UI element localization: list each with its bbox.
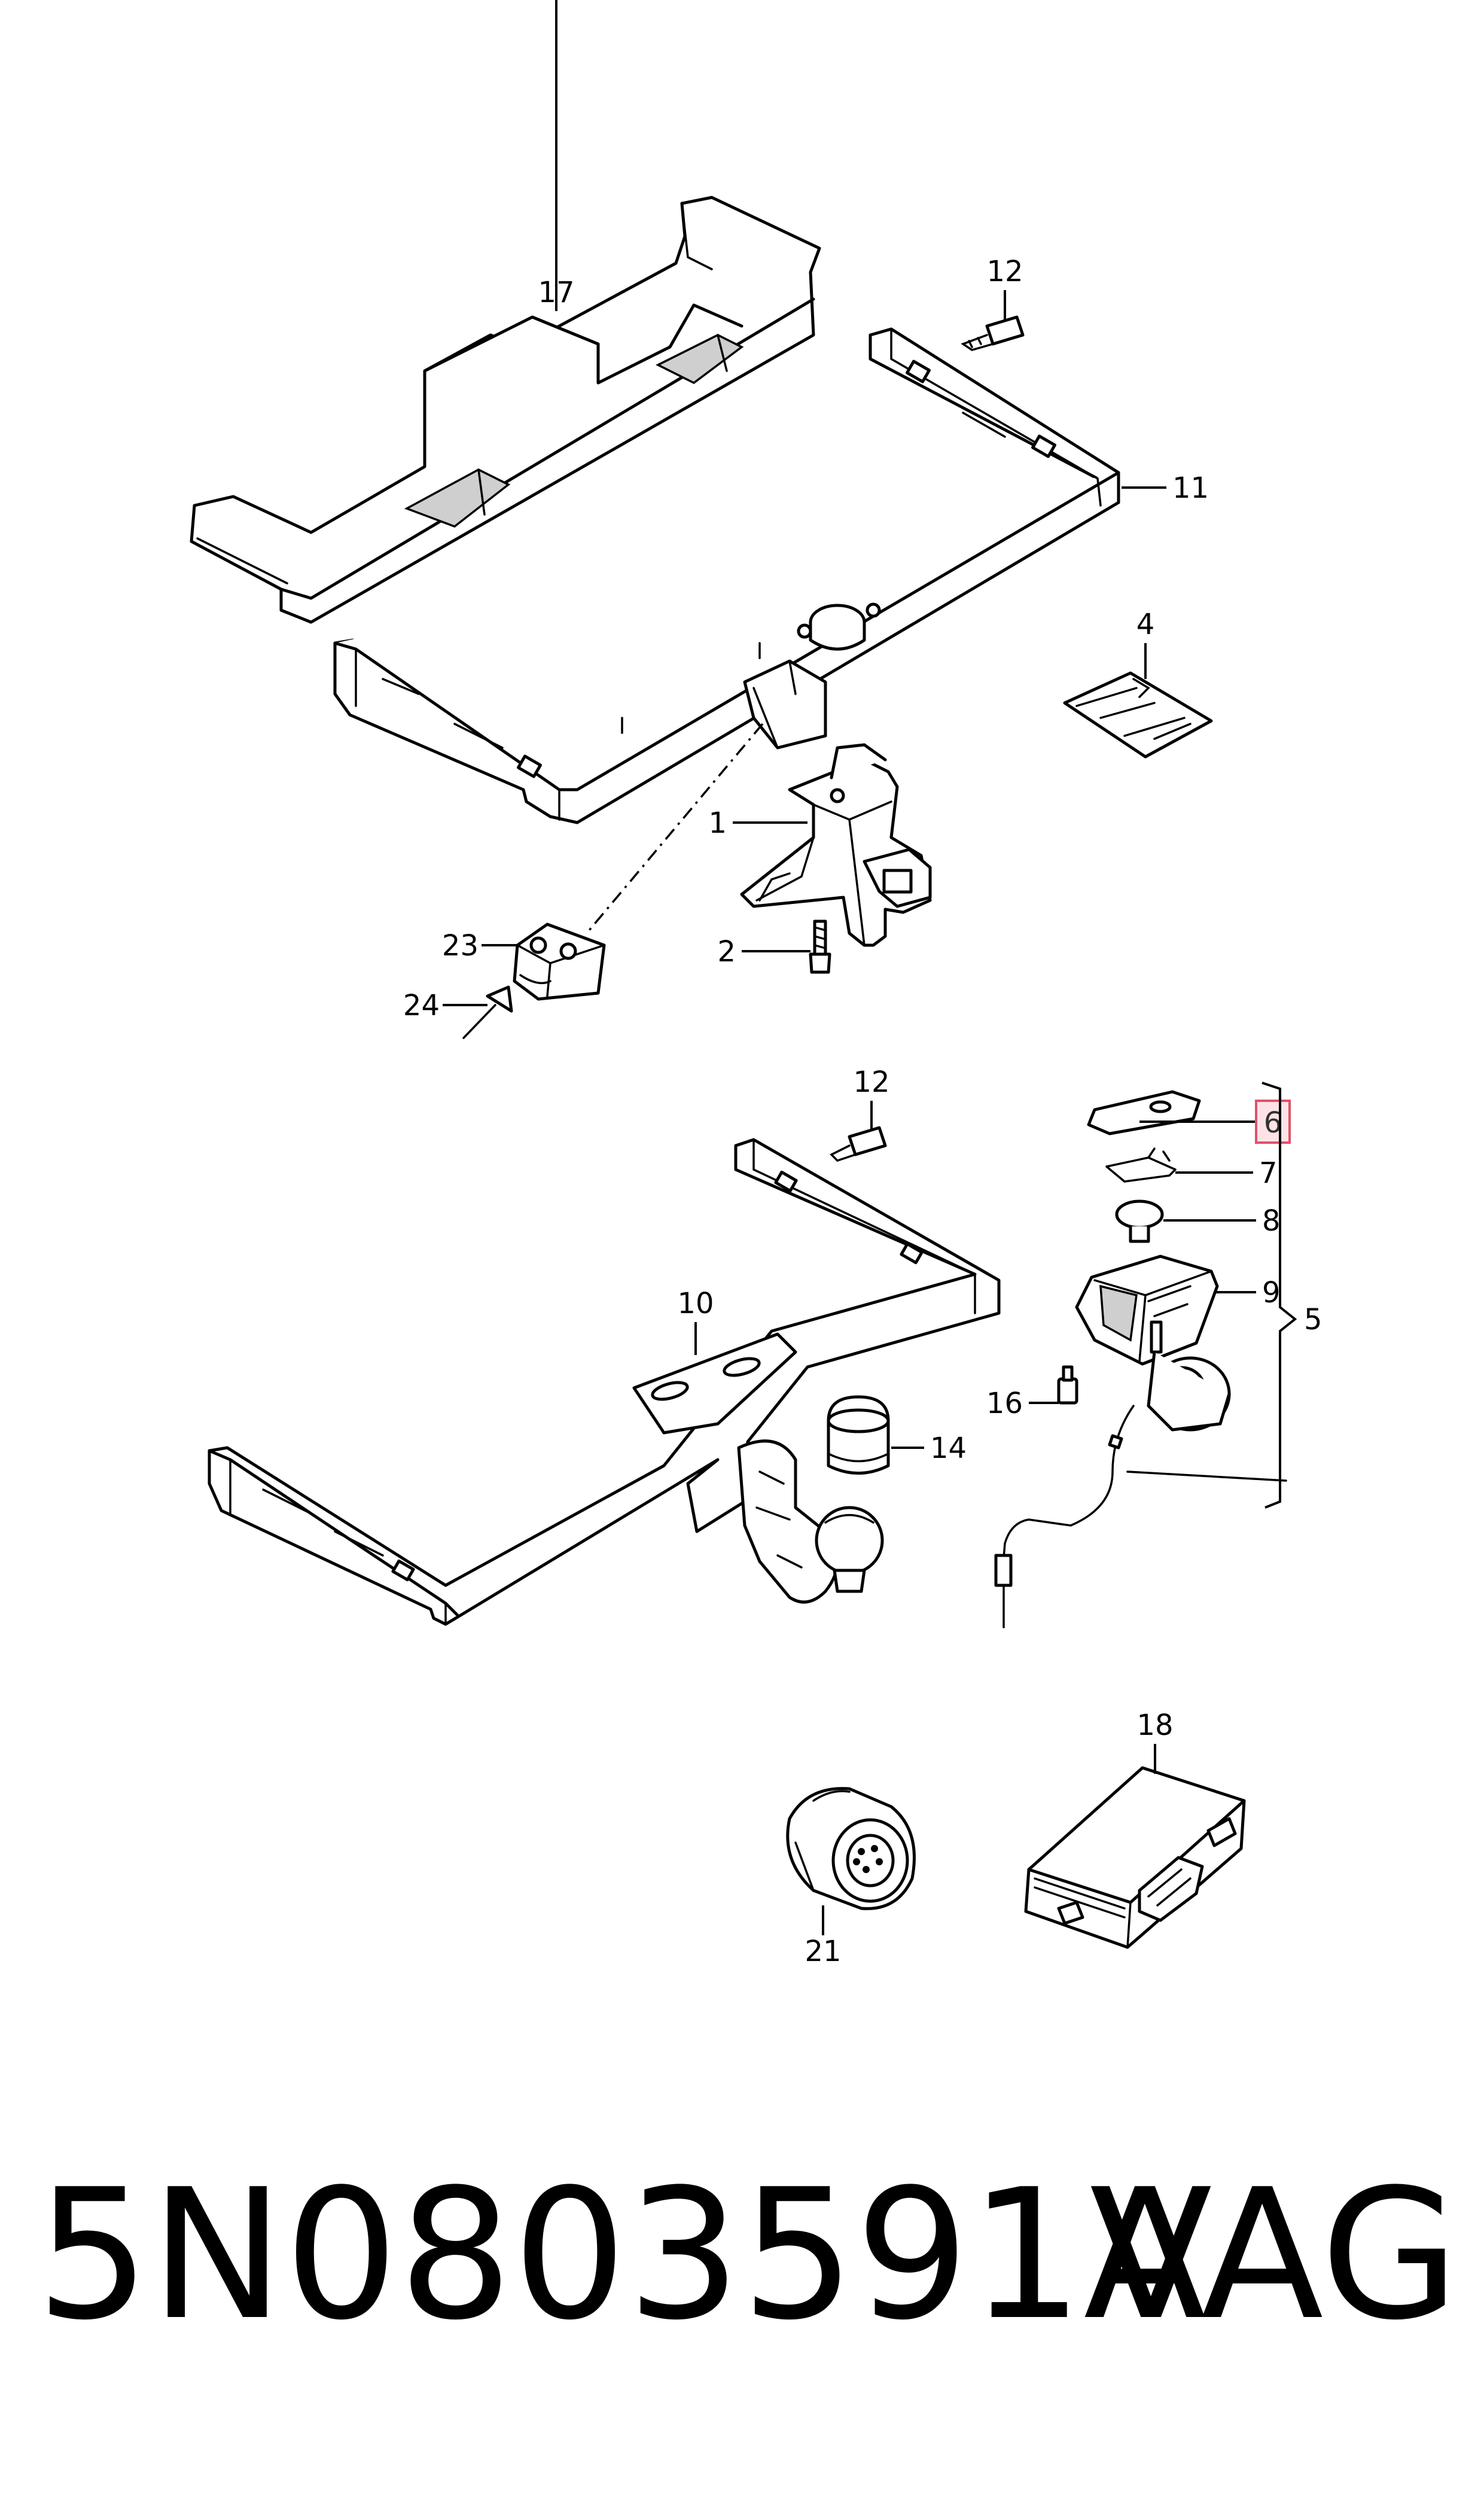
ball-cap-part (827, 1395, 890, 1475)
callout-23: 23 (442, 929, 479, 963)
socket-holder-part (1075, 1255, 1219, 1366)
grommet-part (1115, 1199, 1164, 1243)
spring-clip-part (1105, 1147, 1177, 1183)
callout-4: 4 (1136, 608, 1155, 641)
crossmember-part (333, 327, 1120, 824)
towbar-assembly-part (208, 1138, 1001, 1626)
bag-part (1063, 671, 1213, 759)
callout-12-upper: 12 (986, 255, 1023, 288)
brand-name: VAG (1089, 2151, 1459, 2359)
rivet-part (462, 985, 513, 1039)
part-number: 5N0803591A (36, 2151, 1206, 2359)
callout-6-highlight-box (1255, 1100, 1291, 1144)
callout-14: 14 (930, 1432, 967, 1465)
callout-24: 24 (403, 989, 440, 1022)
callout-10: 10 (677, 1287, 714, 1320)
callout-18: 18 (1136, 1709, 1173, 1742)
callout-16: 16 (986, 1387, 1023, 1420)
callout-8: 8 (1262, 1204, 1281, 1238)
bracket-part-23 (513, 922, 606, 1001)
callout-21: 21 (805, 1935, 841, 1968)
bolt-part-upper (961, 315, 1025, 351)
plug-part (1057, 1365, 1078, 1405)
control-module-part (1024, 1766, 1246, 1949)
group-5-bracket (1261, 1082, 1297, 1509)
bumper-absorber-part (190, 196, 821, 624)
bolt-part-2 (809, 919, 831, 974)
callout-1: 1 (708, 806, 727, 840)
callout-9: 9 (1262, 1276, 1281, 1310)
callout-17: 17 (538, 276, 574, 309)
callout-2: 2 (717, 935, 736, 969)
trailer-socket-part-21 (786, 1787, 916, 1910)
cover-part-6 (1087, 1090, 1201, 1135)
callout-7: 7 (1259, 1156, 1278, 1190)
towing-bracket-part (740, 743, 932, 947)
callout-11: 11 (1172, 471, 1209, 505)
callout-5: 5 (1304, 1303, 1323, 1336)
trailer-socket-harness-part (994, 1320, 1287, 1628)
callout-12-lower: 12 (853, 1065, 889, 1099)
footer-caption: 5N0803591A VAG (36, 2148, 1459, 2363)
bolt-part-lower (830, 1126, 887, 1162)
